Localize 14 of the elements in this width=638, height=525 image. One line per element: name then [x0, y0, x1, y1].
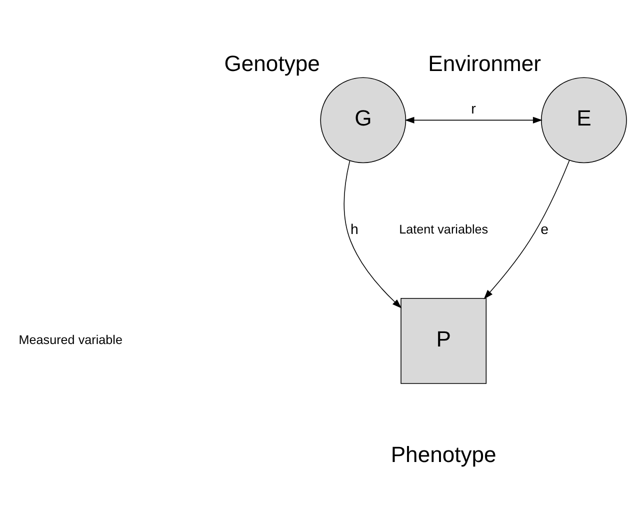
edge-label: h: [350, 222, 358, 238]
label: Measured variable: [18, 332, 122, 347]
edge-label: e: [540, 222, 548, 238]
node-label: Environmer: [428, 50, 541, 76]
arrow: [344, 160, 402, 308]
edge-label: r: [471, 101, 476, 118]
node-label: Genotype: [224, 50, 320, 76]
node-box: P: [400, 298, 487, 384]
node-circle: E: [540, 77, 627, 164]
arrow: [484, 160, 570, 300]
node-circle: G: [320, 77, 406, 164]
node-label: Phenotype: [390, 442, 496, 467]
arrow: [404, 116, 542, 124]
label: Latent variables: [399, 222, 488, 237]
